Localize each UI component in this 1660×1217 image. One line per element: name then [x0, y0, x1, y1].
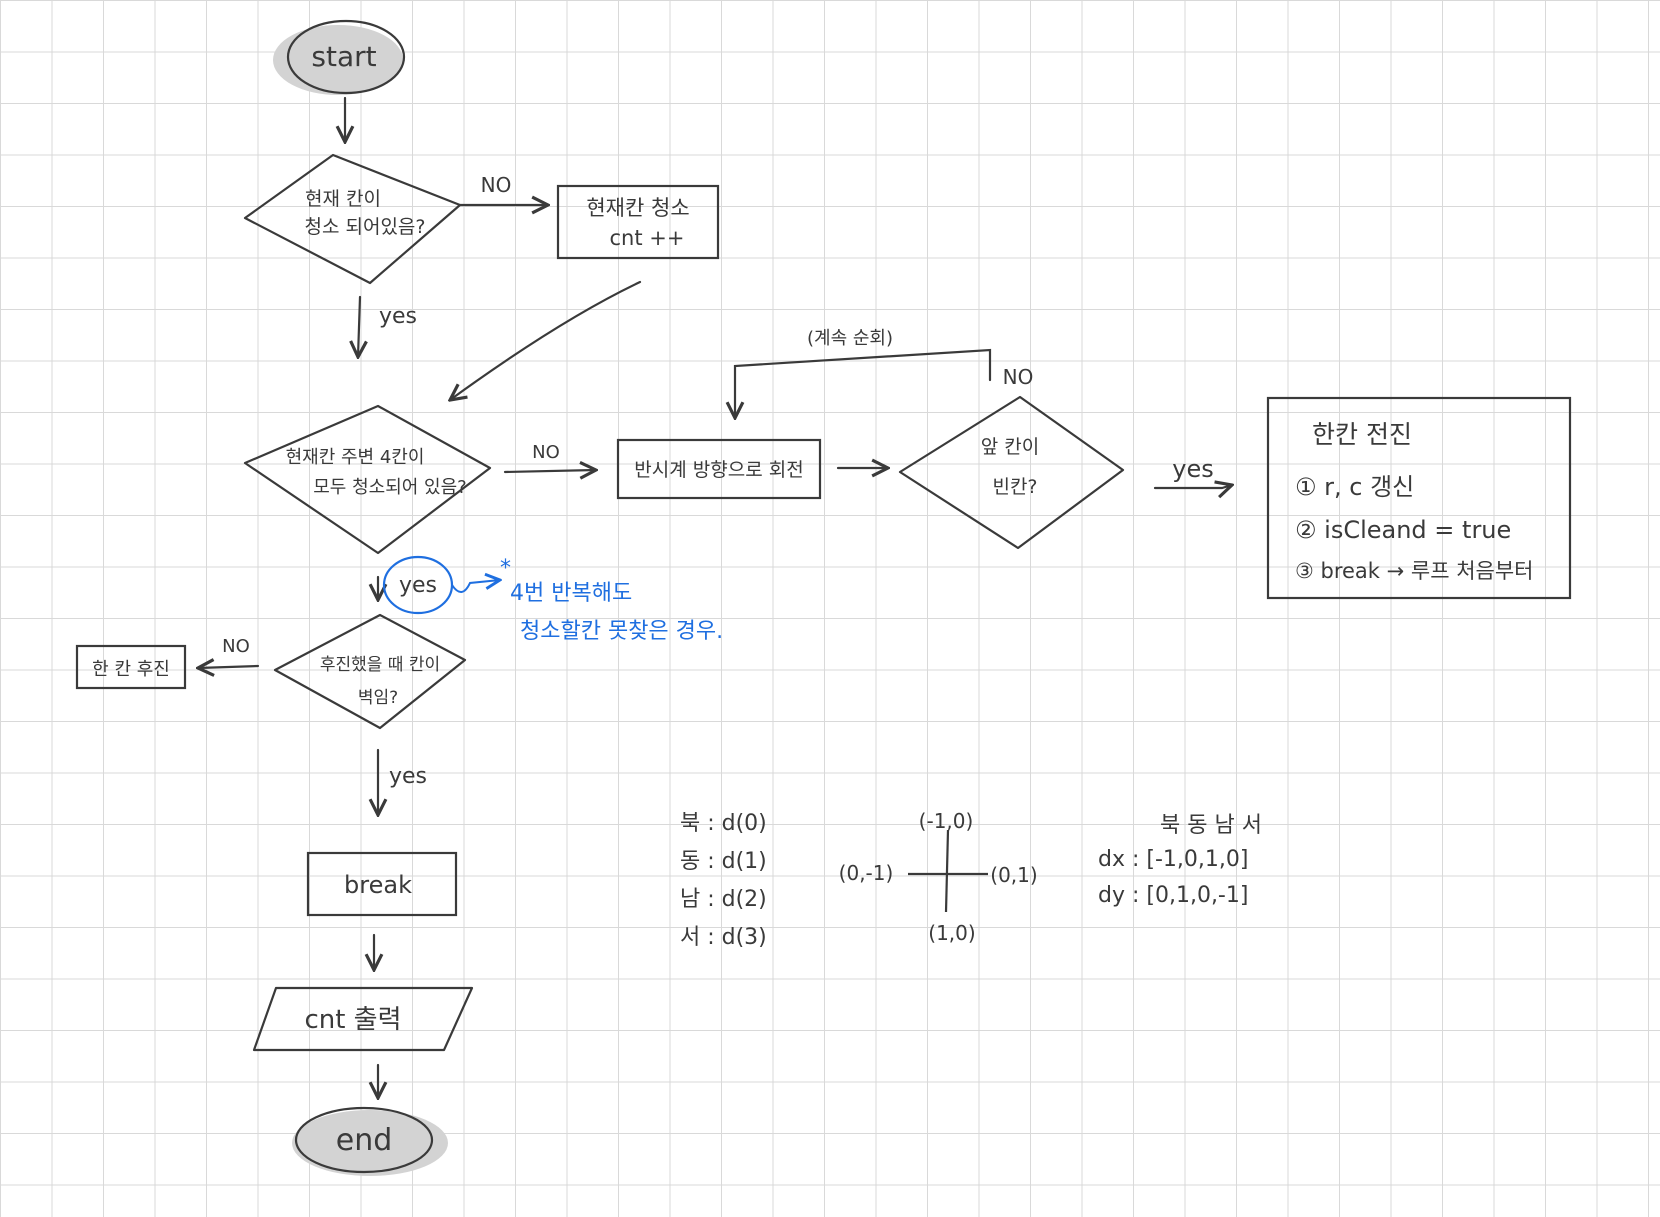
start-label: start	[311, 40, 376, 73]
note-mark: *	[500, 556, 511, 581]
decision-back-wall: 후진했을 때 칸이 벽임?	[273, 613, 467, 730]
decision-front-empty-line2: 빈칸?	[992, 476, 1037, 498]
rotate-label: 반시계 방향으로 회전	[634, 459, 803, 481]
process-move-back: 한 칸 후진	[75, 644, 187, 690]
advance-step-1: ① r, c 갱신	[1295, 473, 1414, 501]
edge-q3-yes	[1153, 485, 1232, 488]
clean-current-line2: cnt ++	[610, 226, 685, 250]
break-label: break	[344, 871, 412, 899]
direction-south: 남 : d(2)	[680, 887, 767, 912]
process-break: break	[306, 851, 458, 917]
decision-cell-cleaned-line2: 청소 되어있음?	[304, 216, 425, 238]
edge-q3-no-loop	[735, 348, 992, 418]
process-advance: 한칸 전진 ① r, c 갱신 ② isCleand = true ③ brea…	[1266, 396, 1572, 600]
decision-back-wall-line2: 벽임?	[358, 688, 398, 708]
note-line-1: 4번 반복해도	[510, 581, 632, 606]
delta-arrays: 북 동 남 서 dx : [-1,0,1,0] dy : [0,1,0,-1]	[1098, 813, 1262, 908]
label-yes-2: yes	[1172, 455, 1213, 483]
end-label: end	[336, 1123, 393, 1158]
edge-q4-no	[198, 666, 260, 668]
note-annotation: * 4번 반복해도 청소할칸 못찾은 경우.	[382, 555, 723, 644]
note-line-2: 청소할칸 못찾은 경우.	[520, 619, 723, 644]
decision-cell-cleaned-line1: 현재 칸이	[305, 188, 381, 210]
move-back-label: 한 칸 후진	[92, 659, 170, 680]
direction-west: 서 : d(3)	[680, 925, 767, 950]
decision-front-empty-line1: 앞 칸이	[981, 436, 1039, 458]
direction-order: 북 동 남 서	[1160, 813, 1262, 838]
direction-axis: (-1,0) (0,-1) (0,1) (1,0)	[839, 809, 1038, 945]
edge-q2-no	[503, 470, 596, 472]
decision-front-empty: 앞 칸이 빈칸?	[898, 395, 1125, 550]
label-no-1: NO	[481, 173, 512, 197]
node-end: end	[292, 1106, 448, 1176]
decision-four-cleaned: 현재칸 주변 4칸이 모두 청소되어 있음?	[243, 404, 492, 555]
label-no-4: NO	[222, 636, 250, 657]
direction-north: 북 : d(0)	[680, 811, 767, 836]
decision-cell-cleaned: 현재 칸이 청소 되어있음?	[243, 153, 462, 285]
label-no-2: NO	[532, 442, 560, 463]
node-start: start	[273, 19, 406, 95]
dx-array: dx : [-1,0,1,0]	[1098, 847, 1248, 872]
advance-title: 한칸 전진	[1312, 420, 1412, 449]
direction-east: 동 : d(1)	[680, 849, 767, 874]
connectors	[198, 96, 1232, 1098]
decision-four-cleaned-line2: 모두 청소되어 있음?	[313, 477, 466, 498]
edge-q1-yes	[358, 295, 360, 357]
decision-four-cleaned-line1: 현재칸 주변 4칸이	[286, 447, 425, 468]
output-label: cnt 출력	[304, 1005, 401, 1035]
label-continue-loop: (계속 순회)	[807, 328, 893, 349]
axis-top-label: (-1,0)	[919, 809, 974, 833]
axis-left-label: (0,-1)	[839, 861, 894, 885]
process-rotate: 반시계 방향으로 회전	[616, 438, 822, 500]
advance-step-2: ② isCleand = true	[1295, 516, 1511, 544]
direction-list: 북 : d(0) 동 : d(1) 남 : d(2) 서 : d(3)	[680, 811, 767, 950]
clean-current-line1: 현재칸 청소	[586, 196, 689, 220]
decision-back-wall-line1: 후진했을 때 칸이	[320, 655, 440, 675]
dy-array: dy : [0,1,0,-1]	[1098, 883, 1248, 908]
label-yes-4: yes	[389, 764, 427, 789]
process-clean-current: 현재칸 청소 cnt ++	[556, 184, 720, 260]
edge-labels: NO yes NO (계속 순회) NO yes yes NO yes	[222, 173, 1214, 789]
io-output-cnt: cnt 출력	[252, 986, 474, 1052]
axis-bottom-label: (1,0)	[928, 921, 975, 945]
label-no-3: NO	[1003, 365, 1034, 389]
label-yes-1: yes	[379, 304, 417, 329]
label-yes-3: yes	[399, 573, 437, 598]
advance-step-3: ③ break → 루프 처음부터	[1295, 559, 1534, 583]
axis-right-label: (0,1)	[990, 863, 1037, 887]
edge-clean-to-q2	[450, 280, 642, 400]
